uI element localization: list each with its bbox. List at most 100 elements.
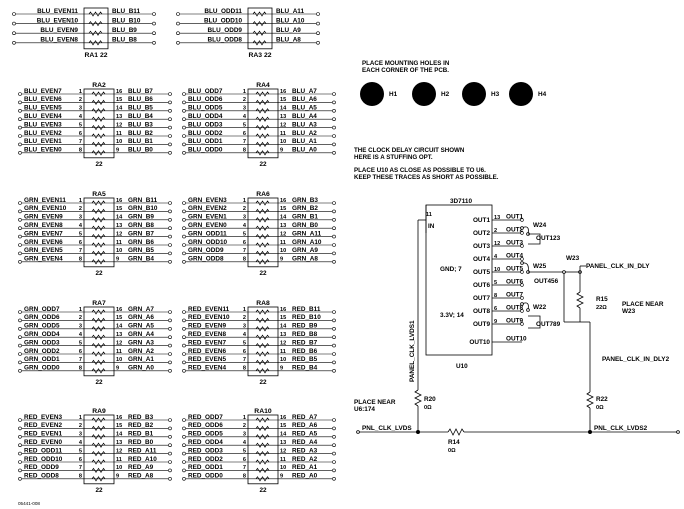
pin-number-left: 4 (243, 332, 247, 338)
net-connector (332, 218, 336, 222)
place-near-u6-line2: U6:174 (354, 406, 375, 413)
pin-number-right: 10 (280, 139, 286, 145)
net-connector (332, 426, 336, 431)
net-connector (12, 21, 16, 26)
net-label-left: RED_ODD10 (24, 456, 63, 463)
pin-number-left: 8 (79, 148, 82, 154)
pin-number-right: 11 (280, 131, 286, 137)
net-connector (332, 259, 336, 264)
pin-number-left: 7 (243, 465, 246, 471)
net-connector (182, 318, 186, 323)
pin-number-left: 7 (243, 248, 246, 254)
net-label-left: BLU_EVEN11 (37, 8, 78, 15)
net-label-right: RED_B5 (292, 356, 318, 363)
pin-number-right: 12 (116, 231, 122, 237)
net-connector (332, 326, 336, 331)
resistor-element (255, 467, 270, 474)
pin-number-right: 14 (116, 215, 123, 221)
net-label-right: BLU_A10 (276, 17, 305, 24)
resistor-element (255, 150, 270, 156)
net-connector (18, 92, 22, 96)
pack-value: 22 (95, 270, 103, 277)
net-label-right: GRN_B3 (292, 197, 318, 204)
resistor-element (255, 450, 270, 457)
resistor-element (255, 233, 270, 240)
net-connector (152, 31, 156, 36)
net-label-right: BLU_A0 (292, 147, 317, 154)
net-label-right: BLU_B2 (128, 130, 153, 137)
junction-r20 (415, 429, 420, 434)
net-label-left: GRN_EVEN11 (24, 197, 66, 204)
net-label-right: GRN_A11 (292, 230, 322, 237)
resistor-element (91, 309, 106, 315)
resistor-element (255, 133, 270, 139)
pack-value: 22 (259, 270, 267, 277)
group-out123-label: OUT123 (536, 235, 561, 242)
pack-refdes: RA9 (92, 408, 106, 415)
u10-output-jumper-pin (520, 296, 524, 300)
net-label-left: BLU_EVEN3 (24, 121, 62, 128)
net-label-left: RED_EVEN2 (24, 422, 62, 429)
net-label-left: RED_EVEN3 (24, 414, 62, 421)
u10-pin-name: OUT5 (473, 269, 490, 276)
net-label-right: RED_B7 (292, 339, 318, 346)
pin-number-left: 6 (79, 349, 82, 355)
pin-number-left: 5 (243, 448, 246, 454)
r22-value: 0Ω (596, 405, 604, 411)
net-connector (18, 251, 22, 256)
net-connector (18, 360, 22, 365)
net-connector (168, 460, 172, 464)
net-connector (18, 418, 22, 422)
net-connector (168, 109, 172, 113)
net-connector (168, 476, 172, 481)
pin-number-right: 15 (116, 315, 122, 321)
net-connector (332, 360, 336, 365)
jumper-w25-pin-a (520, 261, 524, 265)
resistor-element (91, 91, 106, 97)
net-label-left: GRN_EVEN1 (188, 214, 227, 221)
pin-number-right: 15 (116, 97, 122, 103)
net-label-right: GRN_B2 (292, 205, 318, 212)
net-connector (168, 259, 172, 264)
jumper-w23-pin-a (562, 270, 566, 274)
net-label-right: BLU_B5 (128, 105, 153, 112)
resistor-element (91, 116, 106, 122)
net-connector (18, 451, 22, 456)
u10-vcc-label: 3.3V; 14 (440, 312, 464, 319)
net-label-left: BLU_ODD10 (204, 17, 242, 24)
pin-number-left: 8 (243, 474, 246, 480)
pack-value: 22 (95, 379, 103, 386)
net-label-right: GRN_B1 (292, 214, 318, 221)
net-connector (182, 460, 186, 464)
net-label-left: RED_EVEN4 (188, 365, 226, 372)
r15-zigzag (576, 291, 584, 309)
net-connector (18, 460, 22, 464)
r20-zigzag (414, 389, 422, 407)
net-label-left: BLU_EVEN7 (24, 88, 62, 95)
net-connector (18, 117, 22, 121)
jumper-w22-pin-a (520, 302, 524, 306)
u10-output-net-label: OUT7 (506, 292, 523, 299)
net-connector (168, 117, 172, 121)
pin-number-left: 1 (79, 307, 82, 313)
resistor-element (91, 425, 106, 432)
net-end-right (676, 430, 680, 434)
net-end-left (356, 430, 360, 434)
net-connector (18, 468, 22, 473)
net-connector (168, 468, 172, 473)
net-connector (168, 151, 172, 155)
net-label-right: GRN_A9 (292, 247, 318, 254)
resistor-element (255, 342, 270, 349)
net-label-right: GRN_B5 (128, 247, 154, 254)
jumper-w23-label: W23 (566, 255, 580, 262)
pin-number-right: 12 (116, 448, 122, 454)
pin-number-right: 11 (280, 457, 286, 463)
pack-refdes: RA3 22 (248, 52, 271, 59)
pin-number-right: 16 (116, 198, 122, 204)
net-label-right: GRN_A7 (128, 306, 154, 313)
pack-refdes: RA5 (92, 191, 106, 198)
